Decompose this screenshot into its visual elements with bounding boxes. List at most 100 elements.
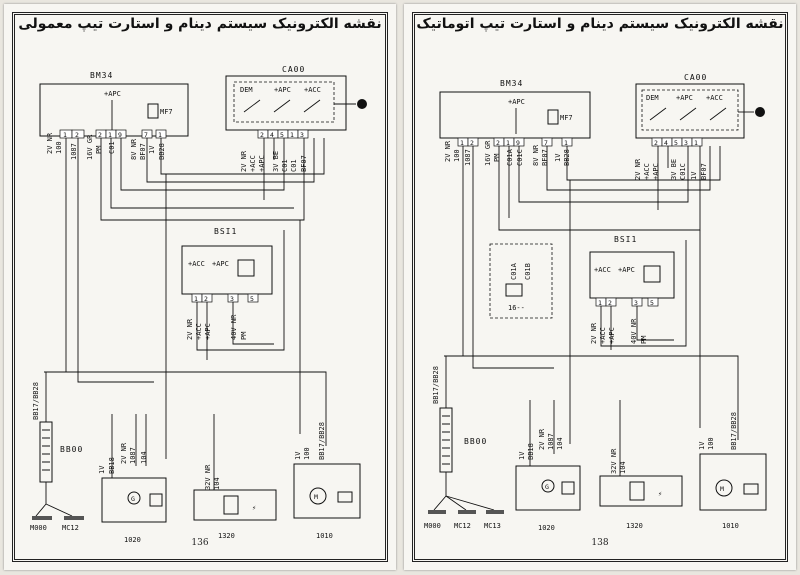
svg-text:+ACC: +ACC [249, 155, 257, 172]
svg-text:2V NR: 2V NR [634, 158, 642, 180]
svg-text:C01: C01 [108, 141, 116, 154]
svg-text:M: M [720, 485, 724, 493]
bsi1-box [181, 245, 273, 295]
svg-text:PM: PM [493, 154, 501, 162]
lightning-icon: ⚡ [658, 490, 662, 498]
page-number: 138 [591, 538, 609, 548]
bsi1-label: BSI1 [614, 235, 637, 244]
mc12-label: MC12 [454, 522, 471, 530]
svg-text:+APC: +APC [652, 163, 660, 180]
svg-text:3: 3 [230, 295, 234, 303]
svg-text:4: 4 [664, 139, 668, 147]
svg-text:2: 2 [470, 139, 474, 147]
svg-text:1V: 1V [554, 153, 562, 162]
svg-text:3V BE: 3V BE [670, 159, 678, 180]
bm34-label: BM34 [90, 71, 113, 80]
svg-text:40V NR: 40V NR [630, 318, 638, 344]
svg-text:2: 2 [608, 299, 612, 307]
svg-text:2V NR: 2V NR [186, 318, 194, 340]
svg-text:C01: C01 [290, 159, 298, 172]
svg-text:3: 3 [634, 299, 638, 307]
svg-text:1: 1 [460, 139, 464, 147]
generator-icon [541, 479, 555, 493]
svg-text:3: 3 [300, 131, 304, 139]
svg-text:1087: 1087 [547, 433, 555, 450]
svg-text:32V NR: 32V NR [610, 448, 618, 474]
svg-text:9: 9 [118, 131, 122, 139]
svg-text:1V: 1V [690, 171, 698, 180]
svg-text:PM: PM [240, 332, 248, 340]
ca00-connector: 2 4 5 3 1 [651, 137, 703, 147]
svg-text:M: M [314, 493, 318, 501]
bm34-connector: 1 2 2 1 9 7 1 [59, 129, 167, 139]
bb00-battery [39, 421, 53, 483]
svg-text:BB28: BB28 [158, 143, 166, 160]
svg-text:2: 2 [204, 295, 208, 303]
motor-icon [309, 487, 327, 505]
svg-text:BB17/BB28: BB17/BB28 [432, 366, 440, 404]
bsi1-connector: 1 2 3 5 [595, 297, 659, 307]
svg-text:7: 7 [144, 131, 148, 139]
svg-text:1V: 1V [518, 451, 526, 460]
page-title: نقشه الکترونیک سیستم دینام و استارت تیپ … [18, 16, 382, 32]
svg-text:+APC: +APC [676, 94, 693, 102]
generator-icon [127, 491, 141, 505]
alternator-1020 [101, 477, 167, 523]
svg-text:1V: 1V [148, 145, 156, 154]
svg-text:2V NR: 2V NR [46, 132, 54, 154]
ignition-key-icon [755, 107, 765, 117]
svg-text:1: 1 [290, 131, 294, 139]
svg-text:5: 5 [280, 131, 284, 139]
svg-text:100: 100 [453, 149, 461, 162]
svg-text:BB17/BB28: BB17/BB28 [32, 382, 40, 420]
svg-text:C01C: C01C [679, 163, 687, 180]
svg-text:1087: 1087 [129, 447, 137, 464]
svg-text:+ACC: +ACC [594, 266, 611, 274]
lightning-icon: ⚡ [252, 504, 256, 512]
c1020-label: 1020 [124, 536, 141, 544]
bm34-connector: 1 2 2 1 9 7 1 [457, 137, 573, 147]
svg-text:+APC: +APC [508, 98, 525, 106]
bb00-label: BB00 [60, 445, 83, 454]
svg-text:1V: 1V [98, 465, 106, 474]
bb00-label: BB00 [464, 437, 487, 446]
ca00-label: CA00 [684, 73, 707, 82]
svg-text:BF07: BF07 [139, 143, 147, 160]
page-frame [412, 12, 788, 562]
c1320-label: 1320 [218, 532, 235, 540]
m000-label: M000 [424, 522, 441, 530]
svg-text:PM: PM [95, 146, 103, 154]
alternator-1020 [515, 465, 581, 511]
svg-text:3V BE: 3V BE [272, 151, 280, 172]
svg-text:100: 100 [55, 141, 63, 154]
c1010-label: 1010 [316, 532, 333, 540]
selector-16-box [489, 243, 553, 319]
svg-text:2V NR: 2V NR [538, 428, 546, 450]
svg-text:32V NR: 32V NR [204, 464, 212, 490]
svg-text:DEM: DEM [240, 86, 253, 94]
svg-text:+APC: +APC [212, 260, 229, 268]
svg-text:2: 2 [496, 139, 500, 147]
svg-text:2V NR: 2V NR [590, 322, 598, 344]
svg-text:BF07: BF07 [700, 163, 708, 180]
svg-text:104: 104 [140, 451, 148, 464]
svg-text:+APC: +APC [258, 155, 266, 172]
svg-text:8V NR: 8V NR [532, 144, 540, 166]
svg-text:104: 104 [619, 461, 627, 474]
svg-text:C01A: C01A [510, 262, 518, 280]
svg-text:16V GR: 16V GR [86, 134, 94, 160]
svg-text:4: 4 [270, 131, 274, 139]
mc12-label: MC12 [62, 524, 79, 532]
svg-text:8V NR: 8V NR [130, 138, 138, 160]
svg-text:+ACC: +ACC [195, 323, 203, 340]
svg-text:+APC: +APC [618, 266, 635, 274]
motor-icon [715, 479, 733, 497]
svg-text:C01B: C01B [524, 263, 532, 280]
svg-text:C01: C01 [281, 159, 289, 172]
svg-text:2V NR: 2V NR [444, 140, 452, 162]
svg-text:BB18: BB18 [527, 443, 535, 460]
svg-text:2: 2 [98, 131, 102, 139]
ca00-connector: 2 4 5 1 3 [257, 129, 309, 139]
page-number: 136 [191, 538, 209, 548]
bsi1-box [589, 251, 675, 299]
